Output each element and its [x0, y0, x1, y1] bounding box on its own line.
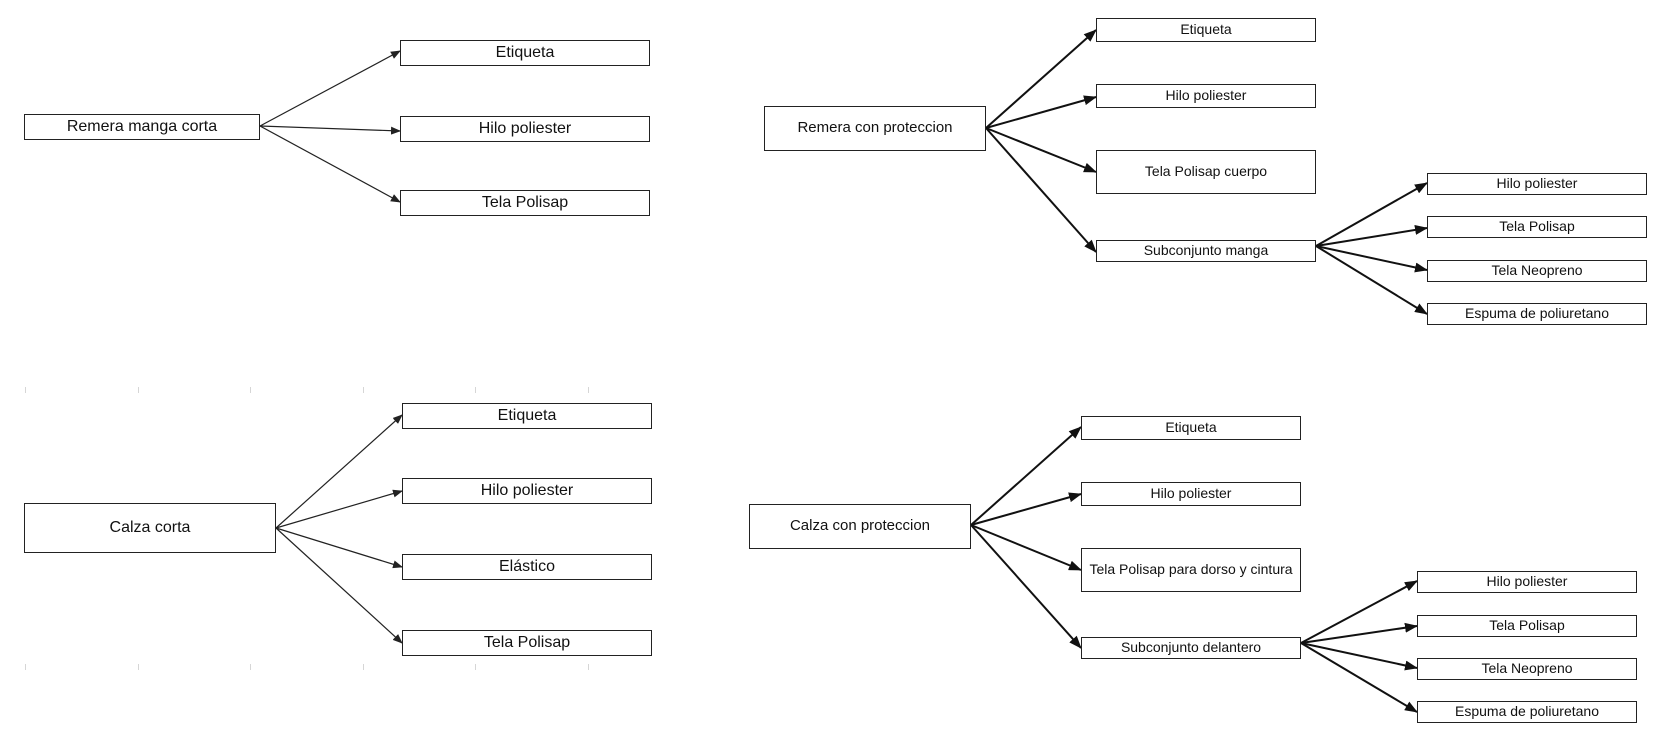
calza-corta-child-hilo: Hilo poliester — [402, 478, 652, 504]
calza-prot-child-etiqueta: Etiqueta — [1081, 416, 1301, 440]
root-remera-manga-corta: Remera manga corta — [24, 114, 260, 140]
faint-tick — [250, 387, 251, 393]
manga-sub-neopreno: Tela Neopreno — [1427, 260, 1647, 282]
arrow-remera-corta-etiqueta — [259, 50, 401, 127]
remera-corta-child-tela: Tela Polisap — [400, 190, 650, 216]
calza-corta-child-etiqueta: Etiqueta — [402, 403, 652, 429]
remera-prot-child-hilo: Hilo poliester — [1096, 84, 1316, 108]
delantero-sub-espuma: Espuma de poliuretano — [1417, 701, 1637, 723]
arrow-manga-espuma — [1315, 245, 1428, 315]
calza-prot-child-hilo: Hilo poliester — [1081, 482, 1301, 506]
faint-tick — [138, 387, 139, 393]
arrow-manga-tela — [1315, 224, 1428, 247]
faint-tick — [138, 664, 139, 670]
faint-tick — [250, 664, 251, 670]
arrow-delantero-espuma — [1300, 642, 1418, 713]
remera-prot-child-subconjunto-manga: Subconjunto manga — [1096, 240, 1316, 262]
faint-tick — [363, 387, 364, 393]
arrow-calza-prot-tela — [970, 524, 1082, 571]
arrow-calza-corta-elastico — [275, 527, 403, 569]
arrow-calza-prot-hilo — [970, 492, 1082, 526]
faint-tick — [363, 664, 364, 670]
arrow-delantero-neopreno — [1300, 642, 1418, 671]
arrow-calza-prot-subconjunto — [970, 524, 1082, 649]
arrow-calza-prot-etiqueta — [970, 426, 1082, 526]
arrow-manga-hilo — [1315, 182, 1428, 247]
remera-corta-child-hilo: Hilo poliester — [400, 116, 650, 142]
root-calza-corta: Calza corta — [24, 503, 276, 553]
manga-sub-espuma: Espuma de poliuretano — [1427, 303, 1647, 325]
faint-tick — [25, 664, 26, 670]
remera-proteccion-connectors — [985, 29, 1428, 315]
faint-tick — [588, 387, 589, 393]
manga-sub-tela: Tela Polisap — [1427, 216, 1647, 238]
calza-prot-child-tela: Tela Polisap para dorso y cintura — [1081, 548, 1301, 592]
calza-corta-child-tela: Tela Polisap — [402, 630, 652, 656]
calza-corta-connectors — [275, 414, 403, 644]
faint-tick — [588, 664, 589, 670]
arrow-remera-corta-hilo — [259, 125, 401, 135]
arrow-calza-corta-tela — [275, 527, 403, 644]
arrow-remera-prot-subconjunto — [985, 127, 1097, 253]
remera-prot-child-tela: Tela Polisap cuerpo — [1096, 150, 1316, 194]
faint-tick — [475, 664, 476, 670]
remera-corta-connectors — [259, 50, 401, 203]
arrow-remera-prot-etiqueta — [985, 29, 1097, 129]
delantero-sub-hilo: Hilo poliester — [1417, 571, 1637, 593]
remera-prot-child-etiqueta: Etiqueta — [1096, 18, 1316, 42]
arrow-delantero-hilo — [1300, 580, 1418, 644]
calza-prot-child-subconjunto-delantero: Subconjunto delantero — [1081, 637, 1301, 659]
arrow-remera-corta-tela — [259, 125, 401, 203]
calza-proteccion-connectors — [970, 426, 1418, 713]
faint-tick — [475, 387, 476, 393]
root-calza-con-proteccion: Calza con proteccion — [749, 504, 971, 549]
faint-tick — [25, 387, 26, 393]
remera-corta-child-etiqueta: Etiqueta — [400, 40, 650, 66]
root-remera-con-proteccion: Remera con proteccion — [764, 106, 986, 151]
arrow-remera-prot-hilo — [985, 95, 1097, 129]
delantero-sub-tela: Tela Polisap — [1417, 615, 1637, 637]
arrow-manga-neopreno — [1315, 245, 1428, 273]
calza-corta-child-elastico: Elástico — [402, 554, 652, 580]
arrow-delantero-tela — [1300, 622, 1418, 644]
arrow-calza-corta-hilo — [275, 489, 403, 529]
arrow-calza-corta-etiqueta — [275, 414, 403, 529]
manga-sub-hilo: Hilo poliester — [1427, 173, 1647, 195]
delantero-sub-neopreno: Tela Neopreno — [1417, 658, 1637, 680]
arrow-remera-prot-tela — [985, 127, 1097, 173]
